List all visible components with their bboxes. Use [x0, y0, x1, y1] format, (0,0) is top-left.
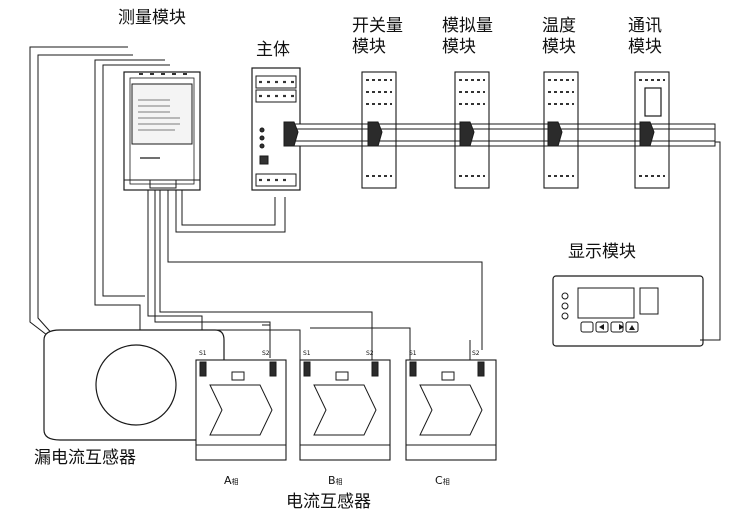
- phase-c-letter: C: [435, 474, 443, 487]
- phase-a-letter: A: [224, 474, 232, 487]
- ct-a-s1: S1: [199, 350, 207, 357]
- wires-left: [29, 46, 483, 360]
- display-module-box: [552, 275, 704, 347]
- label-temp-module-line2: 模块: [542, 37, 576, 57]
- right-arrow-icon: [619, 324, 624, 330]
- measure-module-box: [123, 71, 201, 191]
- display-key-icons: [599, 324, 635, 330]
- label-measure-module: 测量模块: [118, 8, 186, 28]
- label-main-body: 主体: [256, 40, 290, 60]
- ct-a-s2: S2: [262, 350, 270, 357]
- up-arrow-icon: [629, 325, 635, 330]
- label-leak-ct: 漏电流互感器: [34, 448, 136, 468]
- label-switch-module-line2: 模块: [352, 37, 386, 57]
- current-ct-shapes: [195, 359, 497, 461]
- phase-a-suffix: 相: [231, 478, 239, 486]
- label-switch-module-line1: 开关量: [352, 16, 403, 36]
- phase-b-label: B相: [328, 474, 343, 487]
- label-switch-module: 开关量 模块: [352, 16, 403, 58]
- left-arrow-icon: [599, 324, 604, 330]
- label-comm-module: 通讯 模块: [628, 16, 662, 58]
- phase-c-suffix: 相: [442, 478, 450, 486]
- wire-comm-display: [700, 141, 721, 341]
- phase-c-label: C相: [435, 474, 450, 487]
- rail-clips: [283, 121, 655, 147]
- label-analog-module-line1: 模拟量: [442, 16, 493, 36]
- phase-b-letter: B: [328, 474, 336, 487]
- phase-a-label: A相: [224, 474, 239, 487]
- label-display-module: 显示模块: [568, 242, 636, 262]
- label-temp-module-line1: 温度: [542, 16, 576, 36]
- label-analog-module: 模拟量 模块: [442, 16, 493, 58]
- label-comm-module-line1: 通讯: [628, 16, 662, 36]
- expansion-modules: [361, 71, 670, 189]
- ct-b-s2: S2: [366, 350, 374, 357]
- ct-c-s2: S2: [472, 350, 480, 357]
- label-temp-module: 温度 模块: [542, 16, 576, 58]
- phase-b-suffix: 相: [335, 478, 343, 486]
- label-analog-module-line2: 模块: [442, 37, 476, 57]
- ct-c-s1: S1: [409, 350, 417, 357]
- leak-ct-shape: [43, 329, 225, 441]
- label-comm-module-line2: 模块: [628, 37, 662, 57]
- label-current-ct: 电流互感器: [286, 492, 371, 512]
- ct-b-s1: S1: [303, 350, 311, 357]
